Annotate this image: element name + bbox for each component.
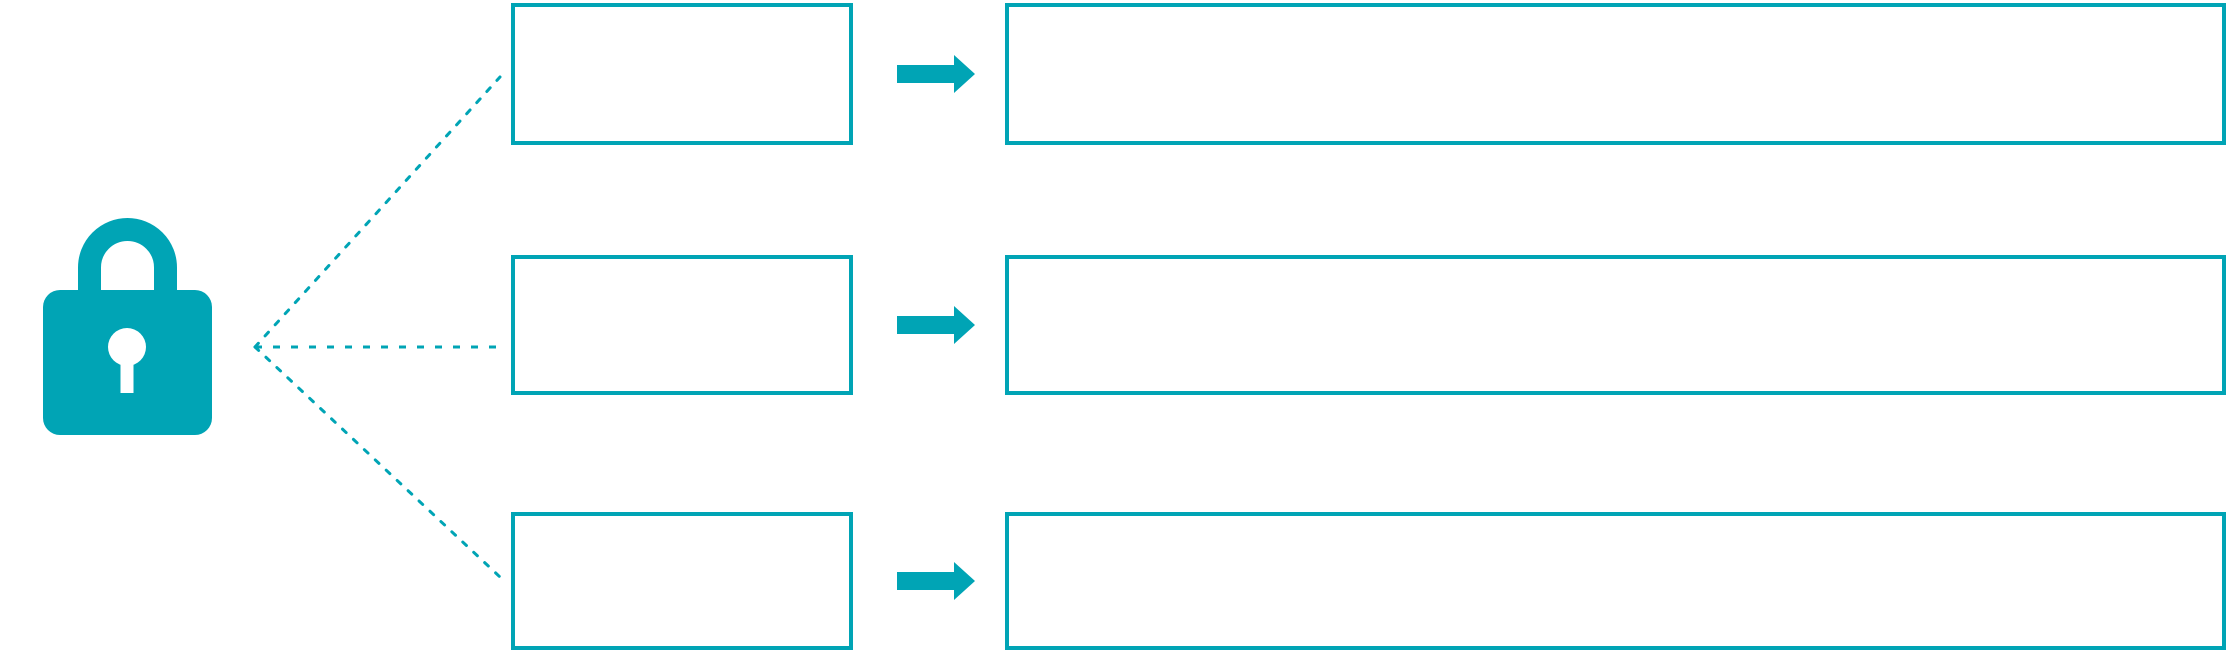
arrow-right-icon — [897, 306, 975, 344]
arrow-right-icon — [897, 562, 975, 600]
connector-line-bottom — [253, 345, 502, 579]
description-box-2 — [1005, 255, 2226, 395]
arrow-right-icon — [897, 55, 975, 93]
arrow-right-shape — [897, 55, 975, 93]
lock-icon — [43, 218, 212, 435]
description-box-3 — [1005, 512, 2226, 650]
arrow-right-shape — [897, 562, 975, 600]
connector-line-top — [253, 75, 502, 349]
label-box-3 — [511, 512, 853, 650]
label-box-1 — [511, 3, 853, 145]
arrow-right-shape — [897, 306, 975, 344]
description-box-1 — [1005, 3, 2226, 145]
label-box-2 — [511, 255, 853, 395]
lock-shackle — [78, 218, 177, 304]
lock-keyhole-stem — [120, 347, 134, 393]
